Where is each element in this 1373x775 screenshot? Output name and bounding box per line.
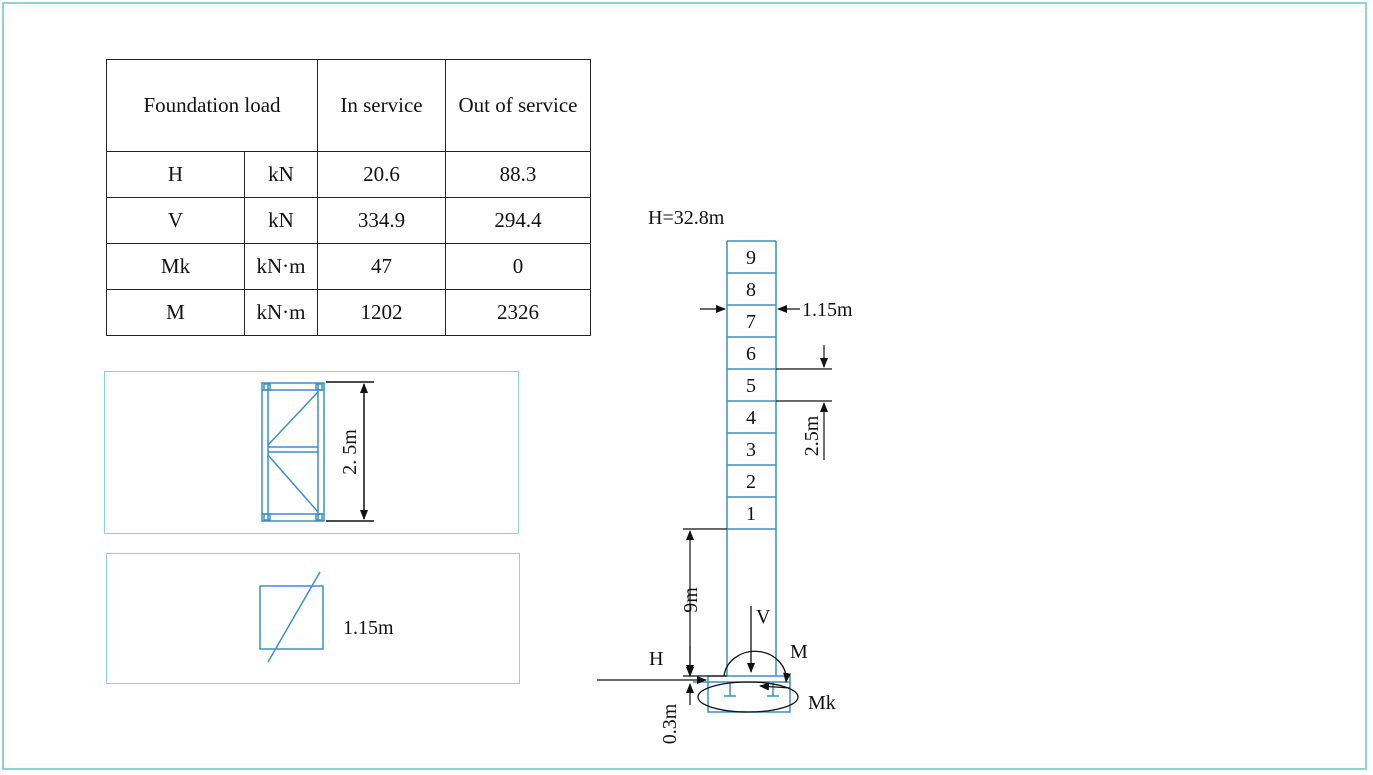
mast-section-numbers: 9 8 7 6 5 4 3 2 1 (746, 247, 756, 525)
section-diagonal-lower (267, 454, 319, 513)
m-load-label: M (790, 641, 808, 663)
plan-size-label: 1.15m (343, 617, 394, 639)
mast-width-label: 1.15m (802, 299, 853, 321)
row-out-of-service: 2326 (445, 289, 591, 336)
section-number: 1 (746, 503, 756, 525)
row-in-service: 334.9 (317, 197, 446, 244)
plan-panel (106, 553, 520, 684)
row-unit: kN·m (244, 289, 318, 336)
table-row: V kN 334.9 294.4 (106, 197, 591, 244)
row-symbol: H (106, 151, 245, 198)
section-height-dim (776, 345, 832, 460)
header-out-of-service: Out of service (445, 59, 591, 152)
table-row: M kN·m 1202 2326 (106, 289, 591, 336)
section-number: 3 (746, 439, 756, 461)
header-foundation-load: Foundation load (106, 59, 318, 152)
section-panel (104, 371, 519, 534)
row-out-of-service: 294.4 (445, 197, 591, 244)
section-diagonal-upper (267, 391, 319, 446)
mast-height-label: H=32.8m (648, 207, 725, 229)
foundation-load-table: Foundation load In service Out of servic… (106, 59, 591, 336)
base-height-label: 9m (680, 587, 702, 613)
section-height-label: 2. 5m (339, 429, 361, 475)
mk-moment-arrow (759, 682, 791, 691)
h-load-label: H (649, 648, 663, 670)
section-number: 6 (746, 343, 756, 365)
section-number: 7 (746, 311, 756, 333)
mk-load-label: Mk (808, 692, 836, 714)
table-header-row: Foundation load In service Out of servic… (106, 59, 591, 152)
row-in-service: 1202 (317, 289, 446, 336)
section-height-dimension (326, 381, 374, 522)
foundation-thickness-label: 0.3m (659, 703, 681, 744)
m-moment-arc (723, 650, 792, 683)
row-symbol: Mk (106, 243, 245, 290)
section-number: 5 (746, 375, 756, 397)
section-height-dim-label: 2.5m (801, 415, 823, 456)
section-number: 4 (746, 407, 756, 429)
mast-plan (259, 571, 324, 663)
section-number: 8 (746, 279, 756, 301)
row-out-of-service: 0 (445, 243, 591, 290)
load-arrows (597, 606, 792, 691)
v-load-label: V (756, 606, 771, 628)
mk-moment-ellipse (697, 681, 799, 713)
section-number: 9 (746, 247, 756, 269)
plan-square (259, 585, 324, 650)
plan-diagonal (267, 571, 321, 663)
header-in-service: In service (317, 59, 446, 152)
mast-section-detail (261, 382, 325, 522)
row-in-service: 20.6 (317, 151, 446, 198)
foundation-thickness-dimension (683, 646, 727, 705)
mast-column (726, 240, 777, 676)
section-number: 2 (746, 471, 756, 493)
row-unit: kN (244, 197, 318, 244)
row-symbol: M (106, 289, 245, 336)
foundation (693, 675, 791, 713)
section-outline (261, 382, 325, 522)
